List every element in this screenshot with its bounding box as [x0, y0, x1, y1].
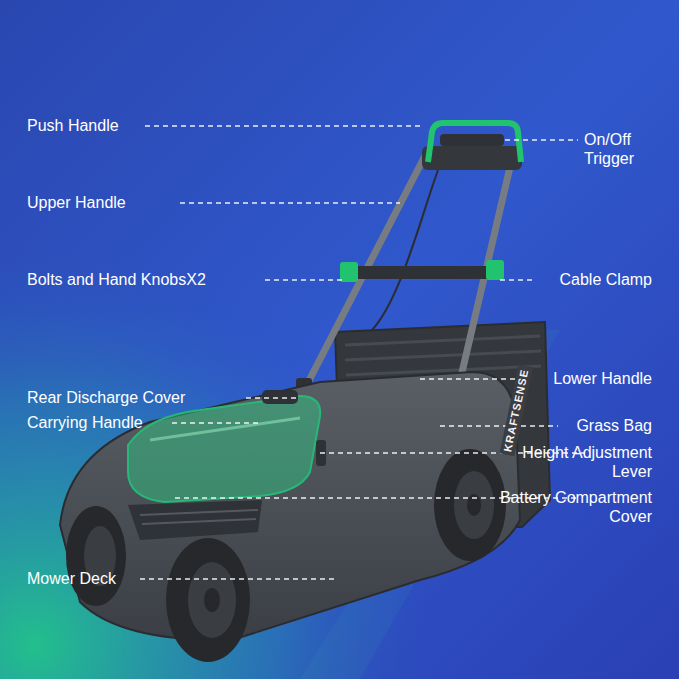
part-label: Rear Discharge Cover [27, 388, 185, 407]
leader-line [140, 578, 335, 579]
carrying-handle-shape [262, 390, 298, 404]
part-label: Cable Clamp [542, 270, 652, 289]
part-label: Carrying Handle [27, 413, 143, 432]
part-label: Battery Compartment Cover [482, 488, 652, 526]
part-label: Mower Deck [27, 569, 116, 588]
leader-line [172, 422, 262, 423]
leader-line [265, 279, 345, 280]
part-label: Bolts and Hand KnobsX2 [27, 270, 206, 289]
leader-line [180, 202, 400, 203]
leader-line [145, 125, 420, 126]
leader-line [500, 279, 535, 280]
brand-name: KRAFTSENSE [499, 364, 533, 456]
leader-line [246, 397, 300, 398]
part-label: Push Handle [27, 116, 119, 135]
part-label: On/Off Trigger [584, 130, 652, 168]
handle [296, 123, 522, 398]
part-label: Grass Bag [552, 416, 652, 435]
part-label: Height Adjustment Lever [502, 443, 652, 481]
part-label: Lower Handle [532, 369, 652, 388]
wheels [66, 449, 506, 662]
leader-line [505, 139, 578, 140]
leader-line [420, 378, 520, 379]
leader-line [440, 425, 558, 426]
part-label: Upper Handle [27, 193, 126, 212]
mower-deck [60, 372, 520, 640]
